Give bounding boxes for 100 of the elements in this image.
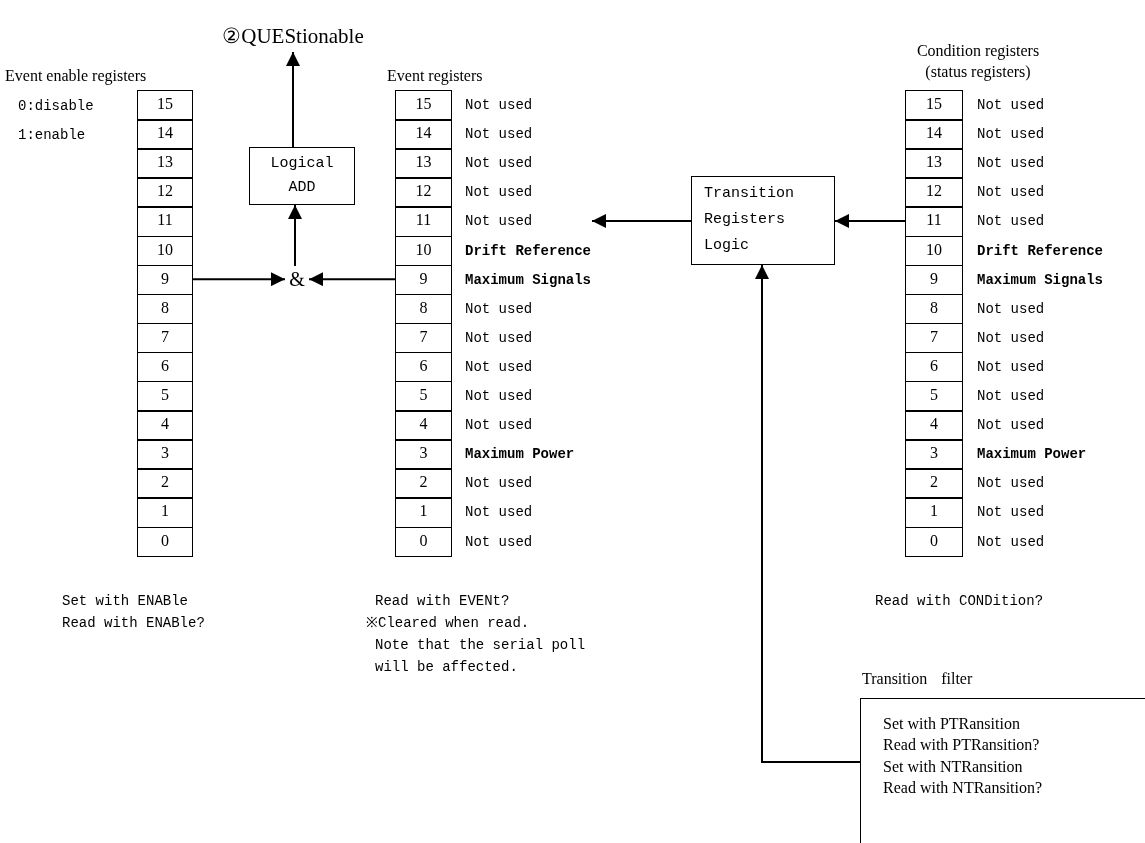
register-heading: Condition registers (status registers) — [915, 41, 1041, 82]
register-bit-cell: 13 — [905, 148, 963, 179]
register-bit-cell: 3 — [395, 439, 452, 470]
register-note: Note that the serial poll will be affected. — [375, 636, 587, 677]
register-bit-cell: 3 — [137, 439, 193, 470]
register-bit-cell: 2 — [395, 468, 452, 499]
bit-description: Not used — [465, 96, 533, 115]
arrow — [591, 213, 692, 228]
bit-description: Not used — [977, 416, 1045, 436]
register-bit-cell: 15 — [905, 90, 963, 121]
bit-description: Not used — [465, 125, 533, 145]
register-bit-cell: 8 — [137, 293, 193, 325]
filter-heading: Transition filter — [862, 670, 973, 688]
filter-command: Set with PTRansition — [883, 714, 1020, 734]
arrow — [308, 272, 396, 287]
register-bit-cell: 12 — [395, 177, 452, 208]
arrow — [834, 213, 906, 228]
register-bit-cell: 11 — [395, 206, 452, 237]
register-bit-cell: 9 — [137, 264, 193, 296]
register-bit-cell: 5 — [395, 381, 452, 412]
register-bit-cell: 0 — [905, 526, 963, 558]
register-note: 0:disable 1:enable — [18, 97, 95, 145]
register-bit-cell: 15 — [137, 90, 193, 121]
register-bit-cell: 2 — [137, 468, 193, 499]
bit-description: Maximum Signals — [465, 270, 592, 290]
register-bit-cell: 1 — [395, 497, 452, 528]
register-note: Read with EVENt? — [375, 592, 511, 611]
register-bit-cell: 11 — [137, 206, 193, 237]
bit-description: Not used — [977, 357, 1045, 377]
register-bit-cell: 4 — [395, 410, 452, 441]
filter-box — [860, 698, 1145, 843]
register-bit-cell: 10 — [137, 235, 193, 267]
bit-description: Not used — [465, 154, 533, 174]
register-bit-cell: 9 — [395, 264, 452, 296]
bit-description: Not used — [977, 387, 1045, 406]
logic-box: Transition Registers Logic — [691, 176, 835, 265]
bit-description: Drift Reference — [465, 241, 592, 261]
arrow — [288, 204, 302, 267]
register-bit-cell: 6 — [905, 351, 963, 383]
bit-description: Not used — [465, 183, 533, 203]
bit-description: Maximum Power — [465, 445, 575, 465]
register-bit-cell: 10 — [905, 235, 963, 267]
register-bit-cell: 13 — [395, 148, 452, 179]
arrow — [286, 51, 300, 148]
register-bit-cell: 7 — [137, 322, 193, 354]
bit-description: Not used — [465, 299, 533, 319]
register-note: Read with CONDition? — [875, 592, 1045, 611]
register-bit-cell: 0 — [395, 526, 452, 558]
filter-command: Read with PTRansition? — [883, 735, 1040, 756]
bit-description: Maximum Power — [977, 445, 1087, 465]
filter-command: Read with NTRansition? — [883, 777, 1043, 798]
register-note: Set with ENABle Read with ENABle? — [62, 592, 206, 633]
register-bit-cell: 7 — [395, 322, 452, 354]
register-bit-cell: 15 — [395, 90, 452, 121]
bit-description: Not used — [977, 503, 1045, 523]
filter-command: Set with NTRansition — [883, 756, 1023, 777]
bit-description: Not used — [977, 125, 1045, 145]
bit-description: Maximum Signals — [977, 270, 1104, 290]
register-bit-cell: 8 — [905, 293, 963, 325]
bit-description: Not used — [465, 532, 533, 552]
logic-box: Logical ADD — [249, 147, 355, 205]
register-bit-cell: 4 — [137, 410, 193, 441]
bit-description: Not used — [977, 183, 1045, 203]
bit-description: Not used — [977, 212, 1045, 232]
register-bit-cell: 10 — [395, 235, 452, 267]
register-bit-cell: 5 — [905, 381, 963, 412]
register-heading: Event registers — [387, 66, 484, 86]
bit-description: Not used — [465, 474, 533, 494]
register-bit-cell: 14 — [137, 119, 193, 150]
arrow — [755, 264, 861, 763]
register-bit-cell: 4 — [905, 410, 963, 441]
register-bit-cell: 3 — [905, 439, 963, 470]
register-bit-cell: 6 — [395, 351, 452, 383]
register-bit-cell: 9 — [905, 264, 963, 296]
register-bit-cell: 8 — [395, 293, 452, 325]
register-bit-cell: 2 — [905, 468, 963, 499]
register-bit-cell: 6 — [137, 351, 193, 383]
and-operator: & — [285, 266, 309, 292]
register-bit-cell: 12 — [905, 177, 963, 208]
bit-description: Not used — [977, 96, 1045, 115]
bit-description: Not used — [465, 503, 533, 523]
register-bit-cell: 0 — [137, 526, 193, 558]
bit-description: Not used — [977, 532, 1045, 552]
bit-description: Not used — [977, 299, 1045, 319]
bit-description: Not used — [465, 212, 533, 232]
register-heading: Event enable registers — [5, 66, 148, 86]
register-bit-cell: 12 — [137, 177, 193, 208]
bit-description: Not used — [465, 328, 533, 348]
bit-description: Drift Reference — [977, 241, 1104, 261]
register-bit-cell: 7 — [905, 322, 963, 354]
register-bit-cell: 11 — [905, 206, 963, 237]
bit-description: Not used — [465, 357, 533, 377]
register-title: ②QUEStionable — [198, 20, 388, 52]
arrow — [192, 272, 286, 287]
register-bit-cell: 1 — [137, 497, 193, 528]
bit-description: Not used — [977, 474, 1045, 494]
register-bit-cell: 13 — [137, 148, 193, 179]
register-bit-cell: 1 — [905, 497, 963, 528]
bit-description: Not used — [465, 416, 533, 436]
register-note: ※Cleared when read. — [366, 614, 531, 633]
